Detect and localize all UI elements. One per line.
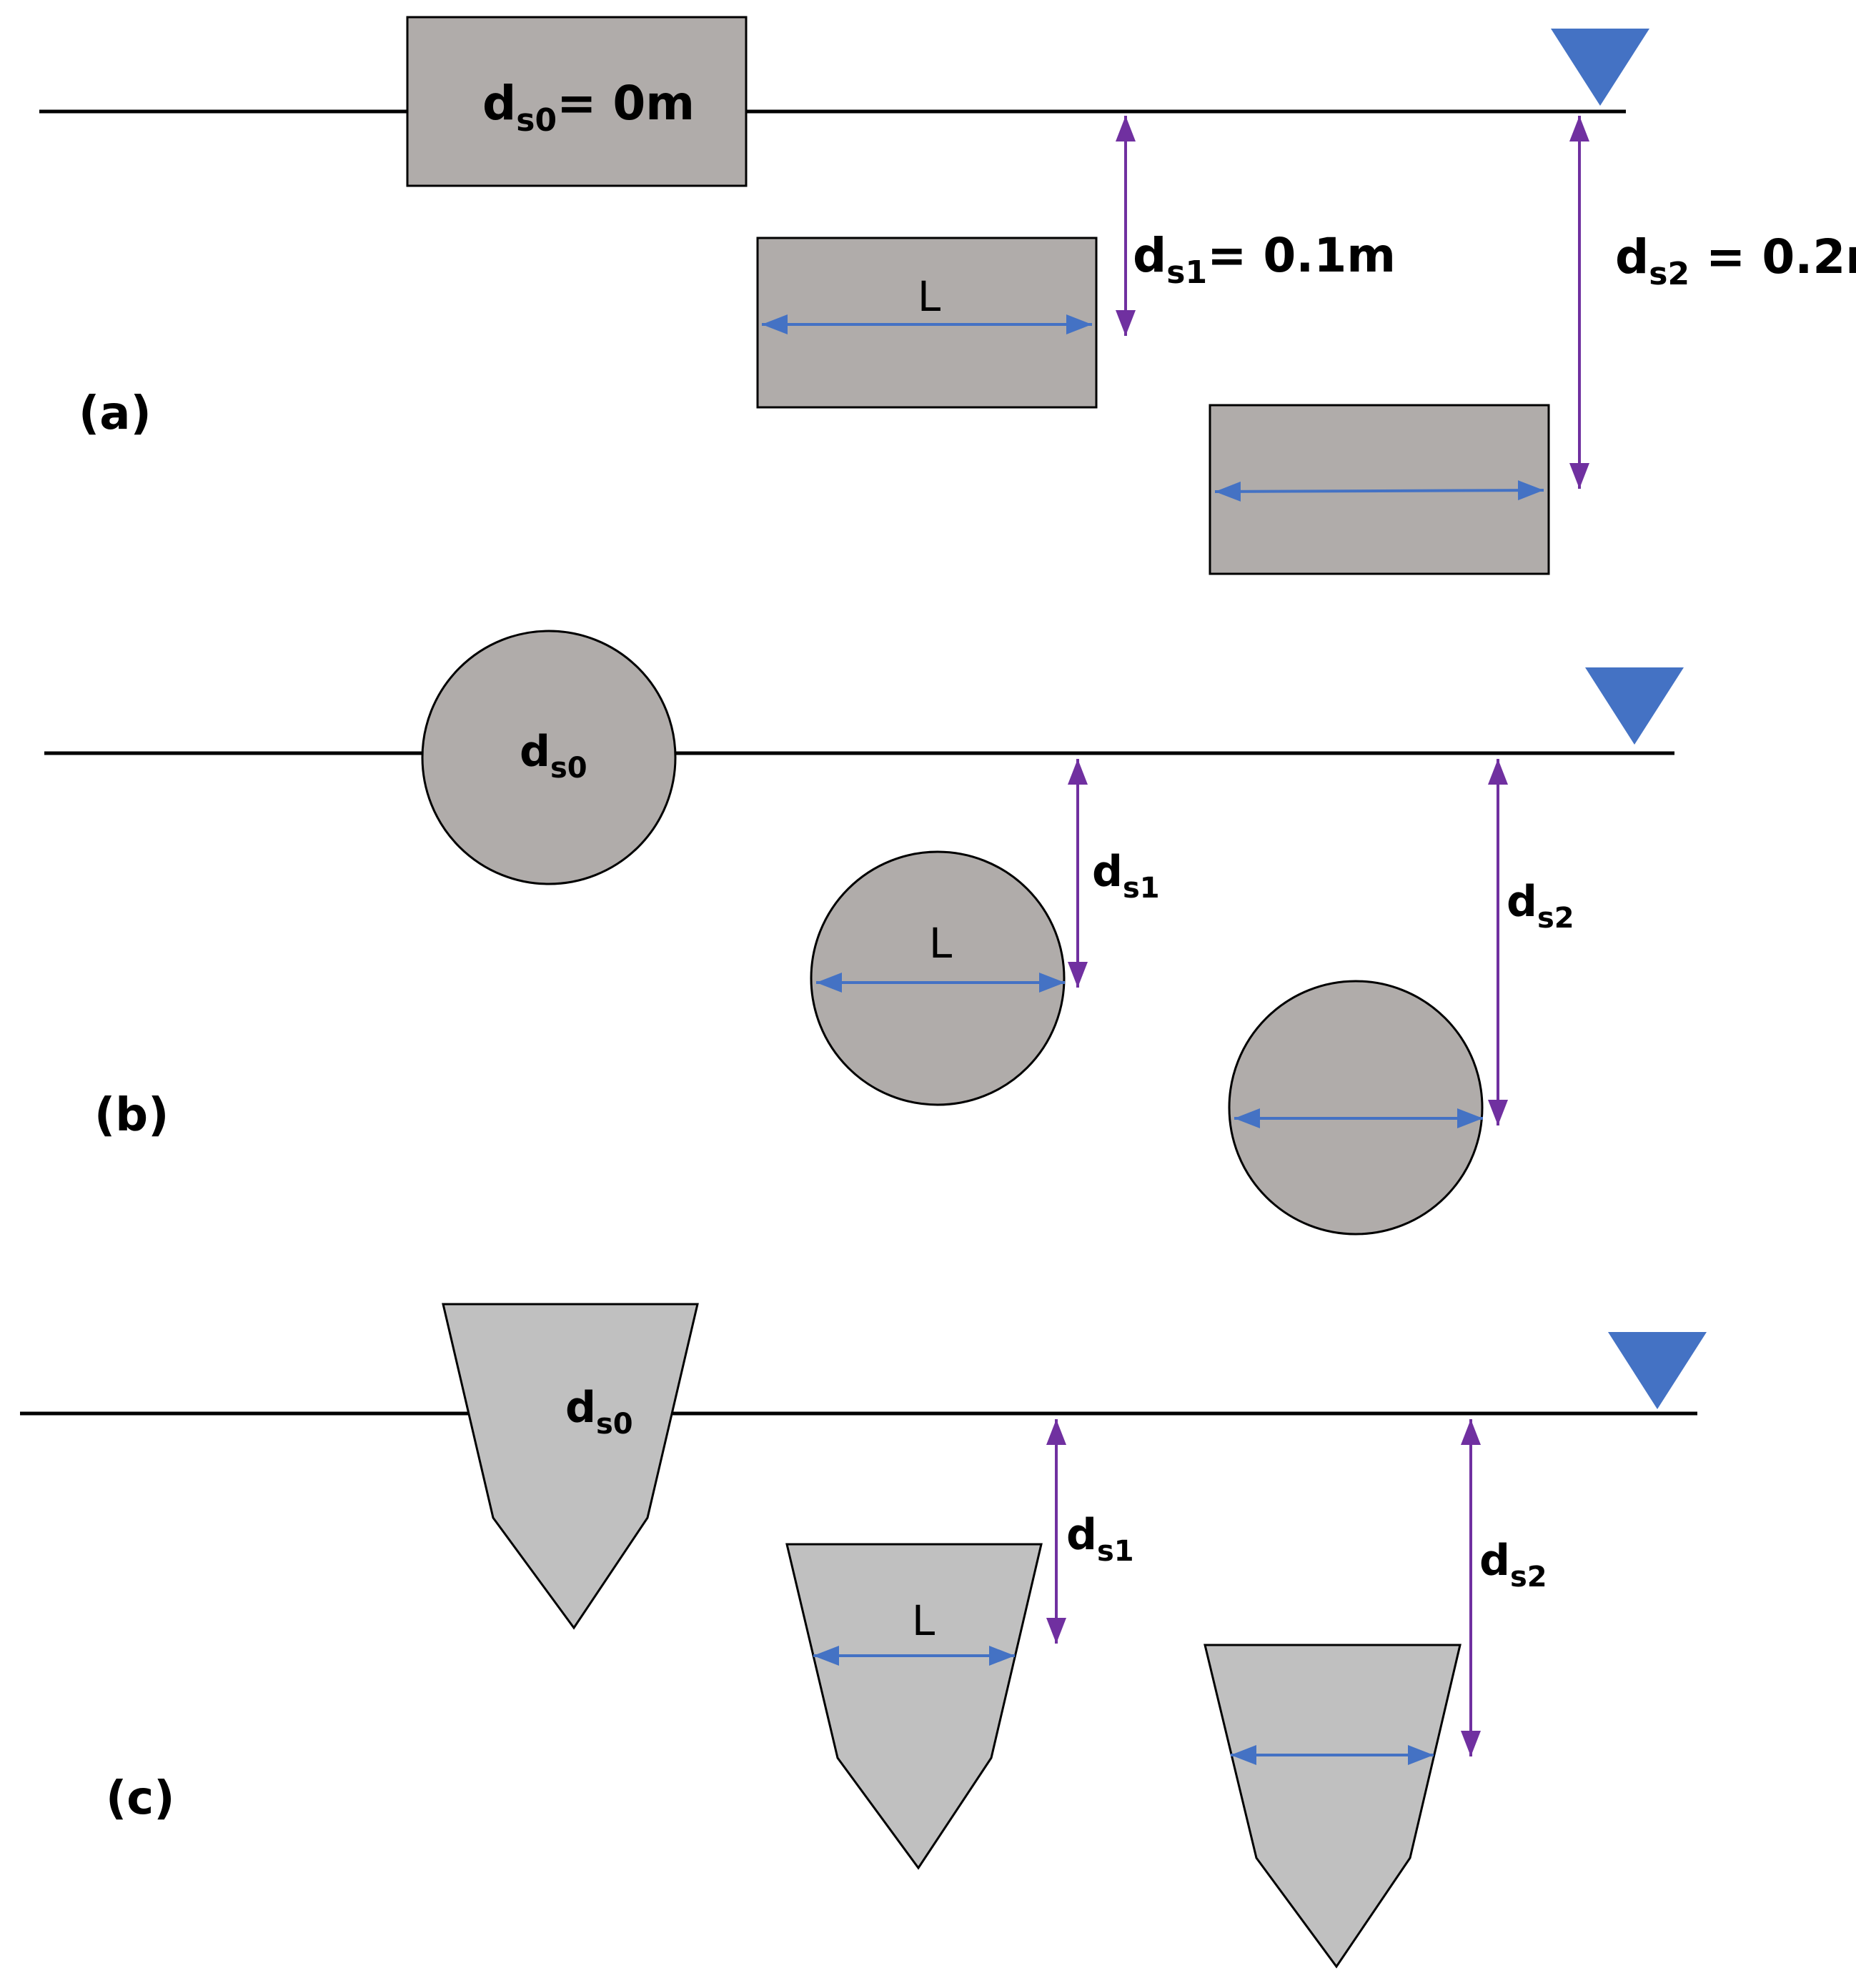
panel-a: ds0= 0m L ds1= 0.1m ds2 = 0.2m (a) bbox=[39, 16, 1856, 575]
cone-ds0 bbox=[442, 1303, 699, 1630]
length-label: L bbox=[918, 272, 941, 321]
panel-b: ds0 L ds1 ds2 (b) bbox=[44, 630, 1684, 1236]
length-label: L bbox=[929, 919, 952, 968]
circle-ds1 bbox=[810, 850, 1066, 1106]
length-arrow bbox=[1214, 480, 1544, 502]
ds1-label: ds1 bbox=[1092, 847, 1160, 905]
water-level-icon bbox=[1585, 667, 1684, 745]
panel-label-b: (b) bbox=[94, 1089, 169, 1142]
ds0-label: ds0 bbox=[565, 1383, 633, 1441]
circle-ds2 bbox=[1228, 980, 1484, 1236]
ds2-label: ds2 bbox=[1479, 1536, 1547, 1594]
block-ds0 bbox=[406, 16, 748, 187]
ds1-label: ds1 bbox=[1066, 1510, 1134, 1568]
cone-ds1 bbox=[785, 1543, 1043, 1870]
water-level-icon bbox=[1551, 29, 1649, 106]
ds2-label: ds2 = 0.2m bbox=[1615, 229, 1856, 292]
ds0-label: ds0= 0m bbox=[482, 76, 695, 139]
water-level-icon bbox=[1608, 1332, 1707, 1409]
panel-label-a: (a) bbox=[79, 387, 152, 440]
block-ds1 bbox=[756, 237, 1098, 409]
circle-ds0 bbox=[421, 630, 677, 885]
ds2-label: ds2 bbox=[1507, 877, 1574, 935]
length-label: L bbox=[912, 1596, 935, 1645]
ds0-label: ds0 bbox=[520, 727, 587, 785]
panel-c: ds0 L ds1 ds2 (c) bbox=[20, 1303, 1707, 1969]
ds1-label: ds1= 0.1m bbox=[1133, 228, 1396, 291]
cone-ds2 bbox=[1204, 1644, 1462, 1969]
panel-label-c: (c) bbox=[106, 1772, 174, 1825]
